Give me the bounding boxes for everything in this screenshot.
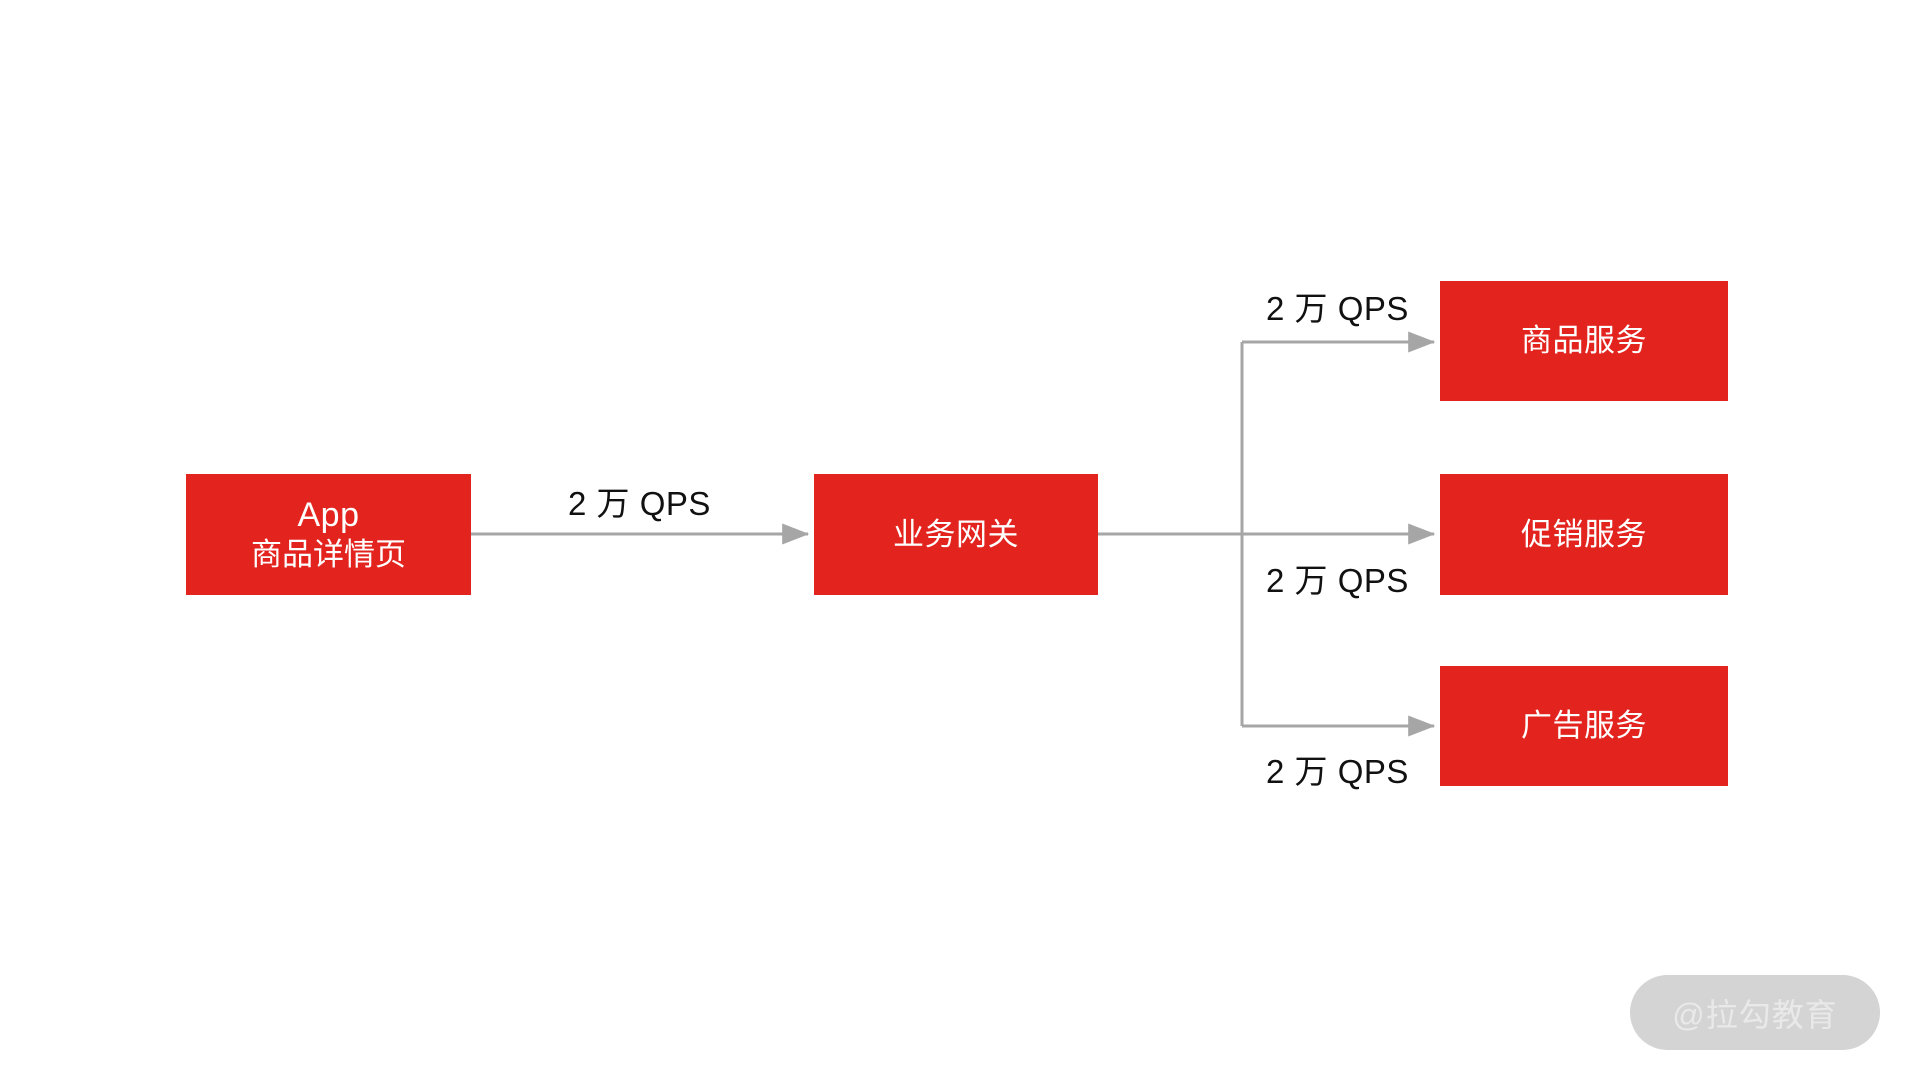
watermark-badge: @拉勾教育 <box>1630 975 1880 1050</box>
node-app-subtitle: 商品详情页 <box>251 537 406 573</box>
node-gateway[interactable]: 业务网关 <box>814 474 1098 595</box>
node-product-service[interactable]: 商品服务 <box>1440 281 1728 401</box>
watermark-text: @拉勾教育 <box>1672 996 1838 1033</box>
node-promotion-service-title: 促销服务 <box>1521 516 1647 552</box>
edge-label-gateway-to-promotion: 2 万 QPS <box>1266 562 1409 599</box>
node-promotion-service[interactable]: 促销服务 <box>1440 474 1728 595</box>
node-app[interactable]: App 商品详情页 <box>186 474 471 595</box>
edge-gateway-trunk <box>1098 342 1244 726</box>
edge-label-app-to-gateway: 2 万 QPS <box>568 485 711 522</box>
node-ad-service-title: 广告服务 <box>1521 708 1647 744</box>
node-product-service-title: 商品服务 <box>1521 323 1647 359</box>
edge-label-gateway-to-product: 2 万 QPS <box>1266 290 1409 327</box>
node-app-title: App <box>297 496 360 535</box>
edge-label-gateway-to-ad: 2 万 QPS <box>1266 753 1409 790</box>
node-ad-service[interactable]: 广告服务 <box>1440 666 1728 786</box>
node-gateway-title: 业务网关 <box>893 516 1019 552</box>
